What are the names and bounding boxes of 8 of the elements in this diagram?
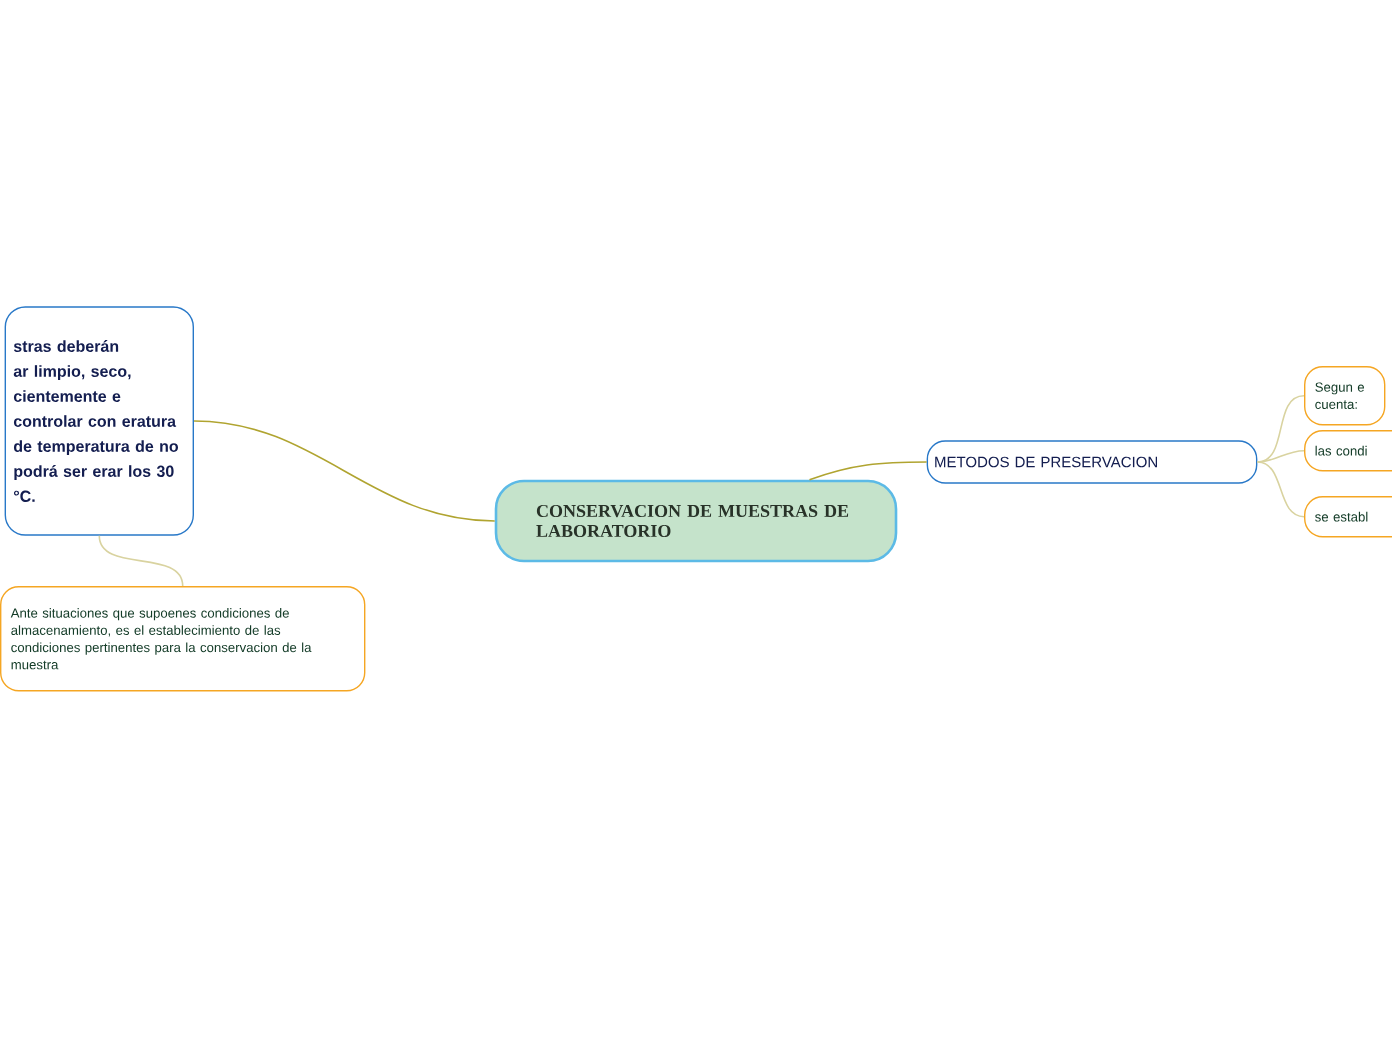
connector xyxy=(1256,461,1305,518)
connector xyxy=(193,420,496,522)
connector xyxy=(98,534,184,587)
central-topic-box: CONSERVACION DE MUESTRAS DE LABORATORIO xyxy=(494,479,898,563)
topic-box: stras deberán ar limpio, seco, cientemente e controlar con eratura de temperatura de no podrá ser erar los 30 °C. xyxy=(4,306,194,536)
connector xyxy=(808,461,928,481)
connector xyxy=(1256,394,1305,463)
connector xyxy=(1256,449,1305,463)
